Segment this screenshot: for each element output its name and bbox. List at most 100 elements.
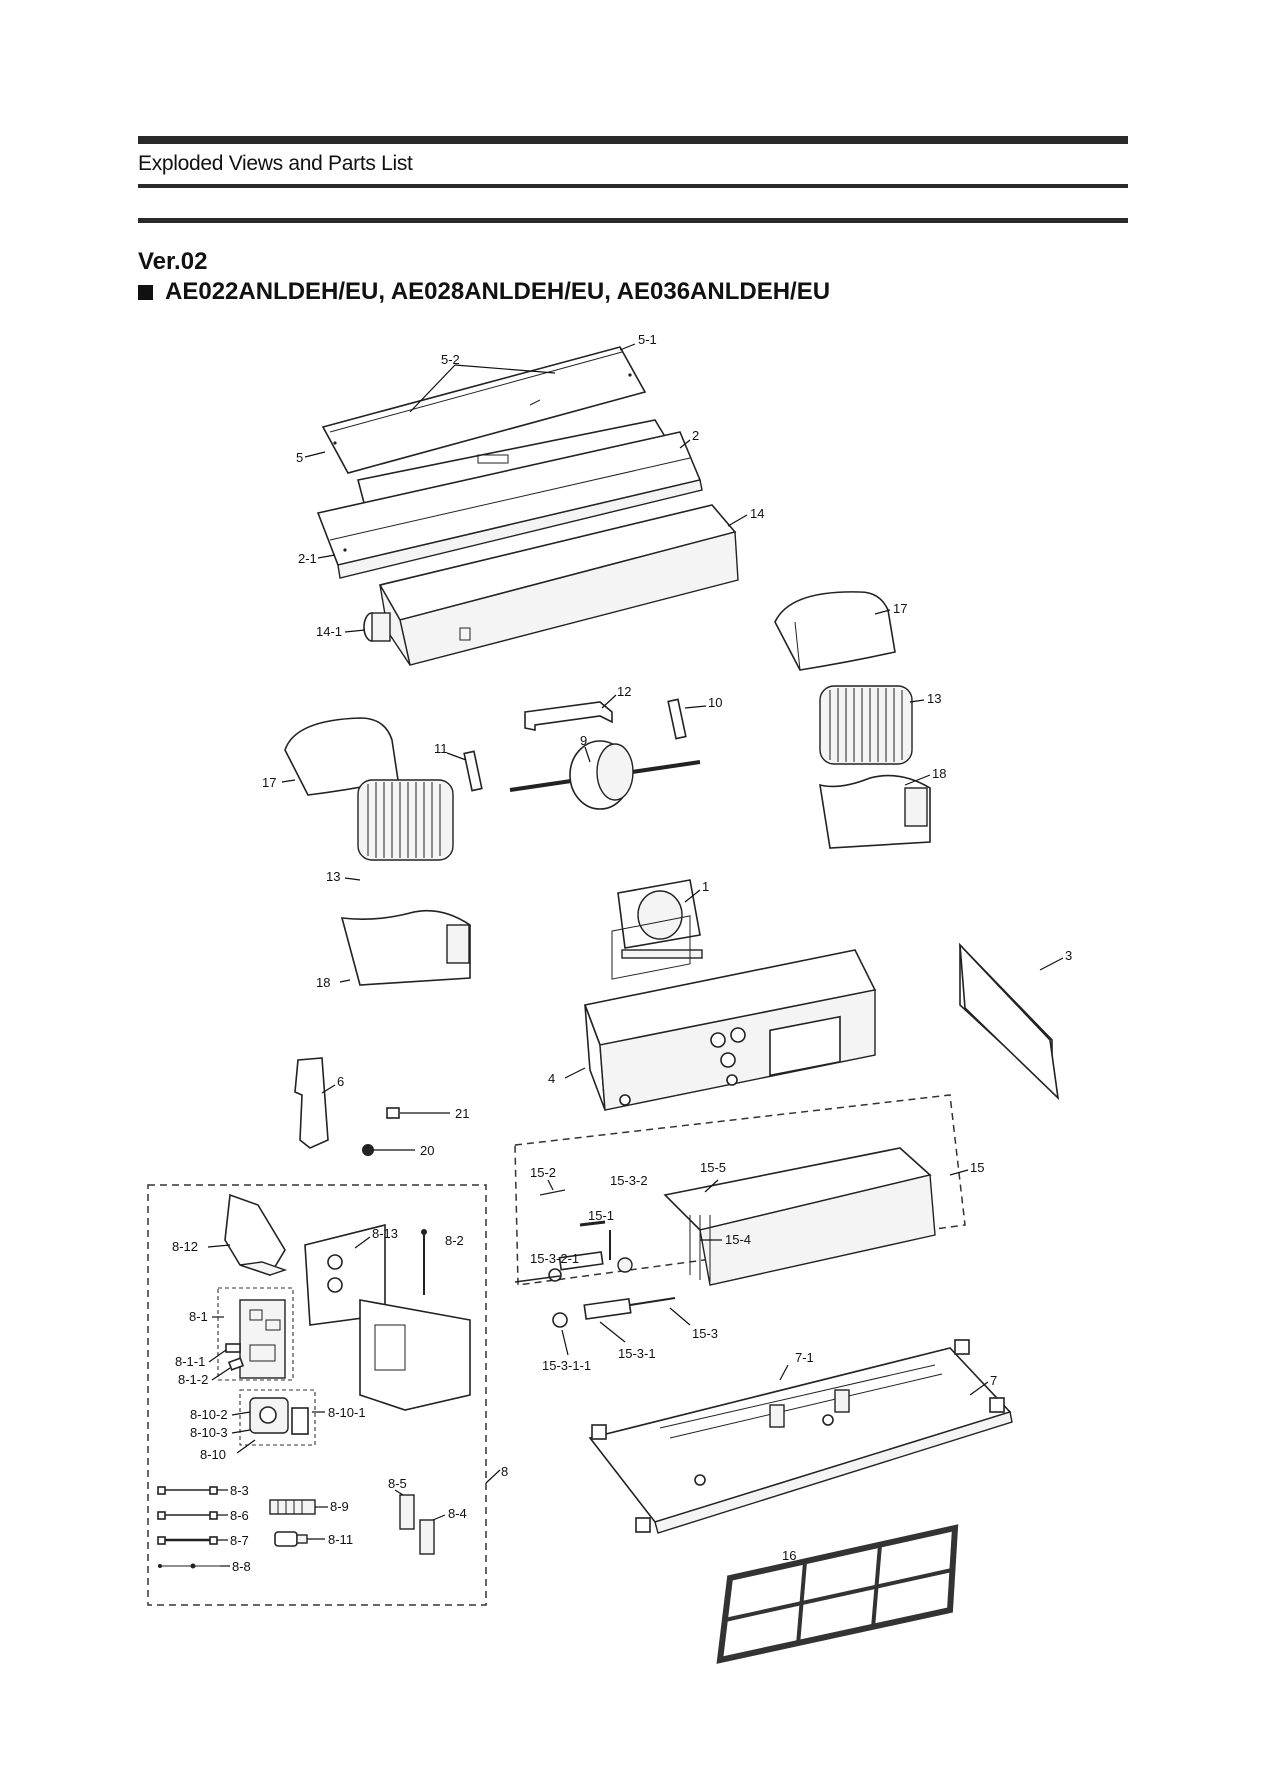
part-15-3-pipes — [514, 1179, 676, 1328]
mid-rule — [138, 184, 1128, 188]
callout-8-1-2: 8-1-2 — [178, 1372, 208, 1387]
callout-5: 5 — [296, 450, 303, 465]
group-8-10-outline — [239, 1389, 316, 1446]
callout-18-left: 18 — [316, 975, 330, 990]
callout-8-7: 8-7 — [230, 1533, 249, 1548]
callout-6: 6 — [337, 1074, 344, 1089]
callout-5-2: 5-2 — [441, 352, 460, 367]
part-8-9-terminal-block — [269, 1499, 316, 1515]
callout-11: 11 — [434, 741, 448, 756]
callout-15-3: 15-3 — [692, 1326, 718, 1341]
part-21-holder — [386, 1107, 400, 1119]
callout-8-1-1: 8-1-1 — [175, 1354, 205, 1369]
callout-4: 4 — [548, 1071, 555, 1086]
part-8-2-bolt — [421, 1229, 427, 1295]
callout-1: 1 — [702, 879, 709, 894]
callout-8-13: 8-13 — [372, 1226, 398, 1241]
callout-8-6: 8-6 — [230, 1508, 249, 1523]
part-13-left-fan — [357, 779, 454, 861]
part-7-base-pan — [588, 1339, 1013, 1534]
part-8-12-cover — [224, 1193, 288, 1276]
callout-8-2: 8-2 — [445, 1233, 464, 1248]
part-12-bracket — [524, 701, 613, 731]
callout-15-4: 15-4 — [725, 1232, 751, 1247]
callout-17-right: 17 — [893, 601, 907, 616]
callout-labels: 5-2 5-1 5 2 2-1 14 14-1 17 12 10 13 11 9… — [172, 332, 1072, 1574]
part-18-right-lower-scroll — [819, 774, 931, 849]
section-title: Exploded Views and Parts List — [138, 152, 413, 175]
callout-8-12: 8-12 — [172, 1239, 198, 1254]
callout-20: 20 — [420, 1143, 434, 1158]
callout-15-3-1: 15-3-1 — [618, 1346, 656, 1361]
version-label: Ver.02 — [138, 248, 208, 275]
part-6-bracket — [294, 1057, 329, 1149]
part-5-top-cover — [321, 346, 647, 474]
callout-2-1: 2-1 — [298, 551, 317, 566]
lower-rule — [138, 218, 1128, 223]
callout-3: 3 — [1065, 948, 1072, 963]
top-rule — [138, 136, 1128, 144]
callout-8-3: 8-3 — [230, 1483, 249, 1498]
callout-13-left: 13 — [326, 869, 340, 884]
callout-13-right: 13 — [927, 691, 941, 706]
callout-8-10: 8-10 — [200, 1447, 226, 1462]
callout-15: 15 — [970, 1160, 984, 1175]
part-2-1-plate — [316, 431, 703, 579]
group-8-1-outline — [217, 1287, 294, 1381]
part-17-right-scroll — [774, 591, 896, 671]
part-8-4-connector — [419, 1519, 435, 1555]
callout-15-5: 15-5 — [700, 1160, 726, 1175]
callout-15-1: 15-1 — [588, 1208, 614, 1223]
part-8-10-terminal — [249, 1397, 309, 1435]
part-1-motor-bracket — [617, 879, 703, 959]
part-3-side-plate — [959, 942, 1060, 1101]
callout-2: 2 — [692, 428, 699, 443]
part-8-7-harness — [157, 1536, 218, 1545]
leader-lines — [207, 343, 1064, 1567]
callout-8-1: 8-1 — [189, 1309, 208, 1324]
callout-16: 16 — [782, 1548, 796, 1563]
callout-15-3-1-1: 15-3-1-1 — [542, 1358, 591, 1373]
part-14-1-connector — [363, 612, 391, 642]
group-15-outline — [514, 1094, 966, 1286]
group-8-outline — [147, 1184, 487, 1606]
callout-8-10-3: 8-10-3 — [190, 1425, 228, 1440]
model-list-text: AE022ANLDEH/EU, AE028ANLDEH/EU, AE036ANL… — [165, 278, 831, 305]
callout-8-10-1: 8-10-1 — [328, 1405, 366, 1420]
callout-15-3-2: 15-3-2 — [610, 1173, 648, 1188]
callout-8: 8 — [501, 1464, 508, 1479]
callout-8-11: 8-11 — [328, 1532, 353, 1547]
callout-8-9: 8-9 — [330, 1499, 349, 1514]
model-list: AE022ANLDEH/EU, AE028ANLDEH/EU, AE036ANL… — [138, 278, 830, 306]
part-16-filter — [716, 1524, 959, 1664]
part-20-plug — [362, 1144, 374, 1156]
callout-15-2: 15-2 — [530, 1165, 556, 1180]
callout-7-1: 7-1 — [795, 1350, 814, 1365]
callout-10: 10 — [708, 695, 722, 710]
part-4-front-panel — [583, 915, 877, 1111]
callout-8-8: 8-8 — [232, 1559, 251, 1574]
part-15-5-coil — [663, 1147, 936, 1286]
callout-17-left: 17 — [262, 775, 276, 790]
part-17-left-scroll — [284, 717, 399, 796]
callout-8-4: 8-4 — [448, 1506, 467, 1521]
part-11-clip — [463, 750, 483, 792]
callout-5-1: 5-1 — [638, 332, 657, 347]
part-8-6-harness — [157, 1511, 218, 1520]
callout-8-10-2: 8-10-2 — [190, 1407, 228, 1422]
part-8-13-box — [304, 1223, 471, 1411]
callout-14: 14 — [750, 506, 764, 521]
callout-14-1: 14-1 — [316, 624, 342, 639]
part-10-clip — [667, 698, 687, 740]
callout-12: 12 — [617, 684, 631, 699]
callout-7: 7 — [990, 1373, 997, 1388]
part-9-motor — [509, 740, 701, 810]
callout-8-5: 8-5 — [388, 1476, 407, 1491]
part-8-11-sensor — [274, 1531, 308, 1547]
part-8-1-pcb — [225, 1299, 286, 1379]
part-8-8-wire — [158, 1563, 220, 1569]
bullet-square-icon — [138, 284, 153, 300]
callout-18-right: 18 — [932, 766, 946, 781]
part-8-3-harness — [157, 1486, 218, 1495]
